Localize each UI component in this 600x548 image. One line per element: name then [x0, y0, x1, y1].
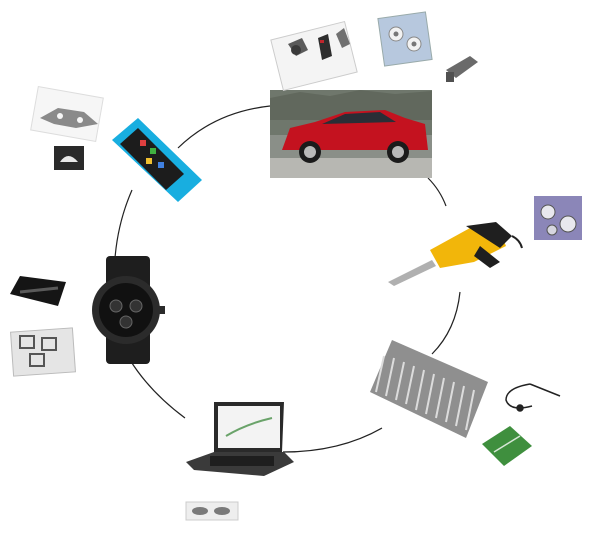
mobile-phone-icon: [112, 118, 202, 202]
band-links-icon: [10, 276, 66, 306]
needle-icon: [482, 426, 532, 466]
car-icon: [270, 90, 432, 178]
cable-icon: [505, 383, 561, 412]
reciprocating-saw-icon: [388, 222, 523, 286]
hinge-part-icon: [185, 501, 239, 521]
gear-parts-icon: [534, 196, 582, 240]
case-parts-icon: [10, 327, 76, 377]
key-parts-icon: [270, 20, 358, 92]
surgical-instruments-icon: [370, 340, 488, 438]
valve-part-icon: [446, 56, 478, 82]
wristwatch-icon: [92, 256, 165, 364]
bracket-parts-icon: [30, 86, 104, 142]
small-part-icon: [54, 146, 84, 170]
connector-ring: [114, 105, 461, 453]
laptop-icon: [186, 402, 294, 476]
sensor-parts-icon: [377, 11, 433, 67]
